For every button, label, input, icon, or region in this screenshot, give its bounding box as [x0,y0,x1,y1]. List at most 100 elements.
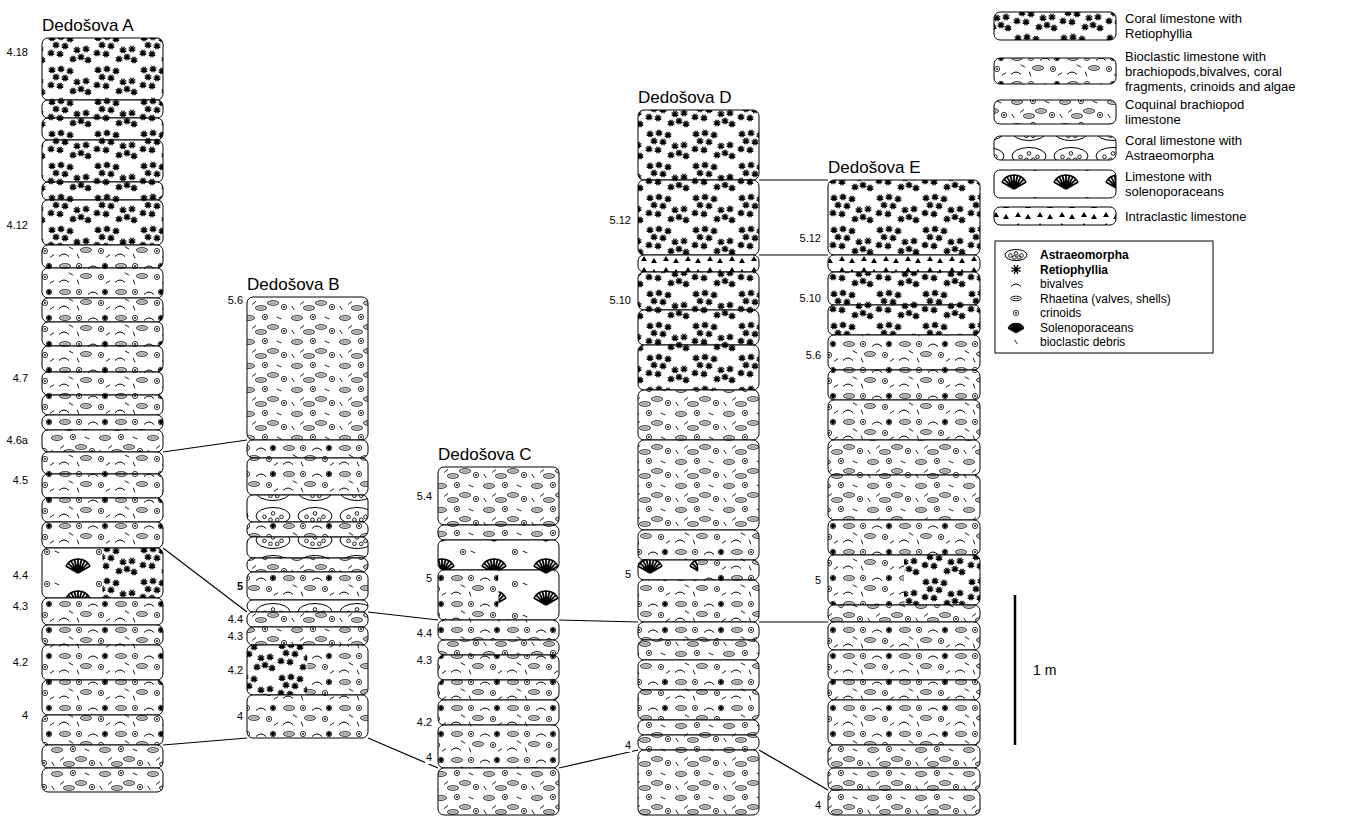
lithology-fill [904,555,980,605]
legend-symbol [1005,250,1027,261]
lithology-fill [42,430,163,452]
bed-fill [994,170,1116,198]
correlation-line [163,440,247,452]
bed-fill [42,395,163,415]
bed-fill [994,58,1116,84]
section-title: Dedošova E [828,158,921,177]
bed-fill [828,370,980,400]
bed-fill [828,768,980,790]
section-column: Dedošova E [828,180,980,815]
bed-outline [247,612,368,627]
bed-outline [438,620,559,640]
correlation-line [163,548,247,612]
lithology-fill [994,100,1116,124]
bed-ground [828,475,980,520]
bed-ground [42,100,163,118]
bed-number: 5.12 [799,232,822,245]
bed-ground [638,255,759,272]
bed-ground [828,180,980,255]
bed-number: 4 [21,709,29,722]
lithology-fill [42,680,163,715]
bed-ground [42,415,163,430]
bed-ground [638,345,759,390]
lithology-fill [828,680,980,700]
bed-fill [438,540,559,570]
lithology-fill [638,345,759,390]
bed-outline [42,598,163,625]
bed-ground [828,680,980,700]
lithology-fill [438,570,499,620]
bed-outline [247,495,368,522]
bed-number: 5.12 [609,214,632,227]
correlation-line [759,621,828,622]
bed-number: 4.18 [6,46,29,59]
bed-fill [247,558,368,572]
bed-fill [42,498,163,522]
bed-outline [247,458,368,495]
bed-ground [42,346,163,372]
bed-fill [828,335,980,370]
bed-ground [438,467,559,525]
bed-outline [247,297,368,440]
legend-symbol [1013,310,1018,315]
section-title: Dedošova C [438,445,532,464]
bed-outline [638,440,759,530]
bed-number: 4 [425,751,433,764]
lithology-fill [638,750,759,815]
bed-outline [42,140,163,182]
lithology-fill [638,735,759,750]
bed-fill [828,400,980,440]
bed-ground [828,745,980,768]
bed-fill [638,750,759,815]
bed-outline [828,180,980,255]
bed-number: 4.2 [227,664,244,677]
lithology-fill [638,640,759,660]
bed-outline [247,627,368,645]
bed-number: 5 [425,572,433,585]
bed-outline [638,690,759,720]
bed-outline [438,570,559,620]
bed-outline [42,322,163,346]
legend-text: Bioclastic limestone with brachiopods,bi… [1125,49,1310,94]
bed-ground [247,458,368,495]
bed-outline [42,452,163,474]
bed-outline [638,750,759,815]
bed-outline [828,440,980,475]
bed-fill [638,660,759,690]
bed-fill [247,522,368,537]
bed-outline [828,650,980,680]
bed-ground [638,440,759,530]
lithology-fill [994,12,1116,40]
bed-outline [42,372,163,395]
bed-outline [42,245,163,268]
legend-text: bioclastic debris [1040,335,1125,349]
bed-fill [438,680,559,700]
lithology-fill [42,140,163,182]
legend-text: Limestone with solenoporaceans [1125,169,1275,199]
stratigraphic-column [638,110,759,815]
bed-ground [247,537,368,558]
lithology-fill [438,768,559,815]
bed-ground [828,370,980,400]
bed-outline [828,305,980,335]
bed-outline [828,370,980,400]
lithology-fill [828,622,980,650]
bed-ground [828,768,980,790]
bed-ground [42,118,163,140]
bed-number: 5.10 [799,292,822,305]
lithology-fill [438,640,559,655]
bed-ground [247,612,368,627]
bed-outline [42,118,163,140]
bed-fill [828,700,980,745]
bed-outline [42,415,163,430]
lithology-fill [638,720,759,735]
bed-ground [828,650,980,680]
legend-text: Rhaetina (valves, shells) [1040,292,1171,306]
bed-fill [42,522,163,548]
bed-outline [828,475,980,520]
bed-ground [638,390,759,440]
bed-ground [247,297,368,440]
lithology-fill [42,548,103,598]
bed-ground [638,272,759,310]
